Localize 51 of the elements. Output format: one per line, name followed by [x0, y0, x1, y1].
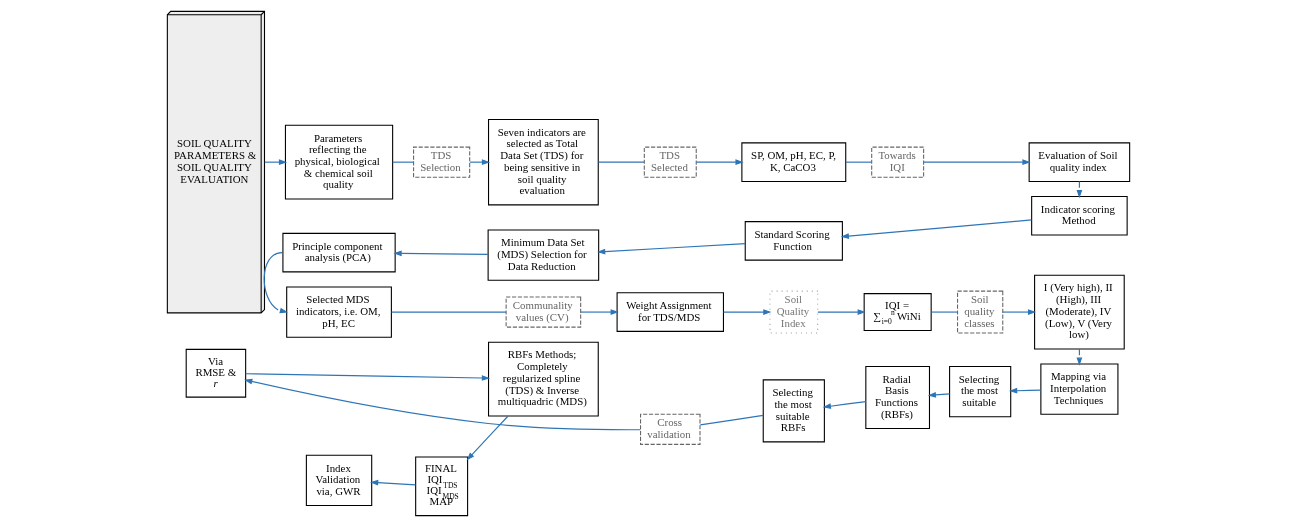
arrow — [722, 309, 771, 315]
connector — [597, 161, 645, 163]
node-box: Mapping via Interpolation Techniques — [1039, 363, 1118, 415]
node-box: Seven indicators are selected as Total Data Set (TDS) for being sensitive in soil quality evaluation — [487, 118, 599, 206]
arrow — [840, 219, 1032, 239]
arrow — [816, 309, 866, 315]
node-box: I (Very high), II (High), III (Moderate), IV (Low), V (Very low) — [1033, 274, 1125, 350]
arrow — [822, 401, 866, 409]
node-box: Standard Scoring Function — [744, 221, 843, 261]
arrow — [263, 252, 288, 314]
arrow — [596, 243, 746, 255]
node-box: RBFs Methods; Completely regularized spline (TDS) & Inverse multiquadric (MDS) — [487, 341, 599, 417]
arrow — [393, 250, 489, 257]
node-box: Weight Assignment for TDS/MDS — [616, 292, 724, 332]
connector — [390, 311, 507, 313]
connector — [699, 414, 764, 426]
node-box: Selected MDS indicators, i.e. OM, pH, EC — [285, 286, 392, 338]
node-box: TDS Selection — [412, 146, 470, 178]
node-box: Index Validation via, GWR — [305, 454, 372, 507]
arrow — [243, 378, 641, 431]
arrow — [922, 159, 1031, 166]
node-box: Cross validation — [639, 413, 701, 445]
node-box: SP, OM, pH, EC, P, K, CaCO3 — [740, 142, 846, 182]
node-box: Evaluation of Soil quality index — [1028, 142, 1130, 182]
arrow — [1008, 387, 1041, 394]
node-box: Indicator scoring Method — [1030, 195, 1128, 236]
connector — [391, 161, 414, 163]
node-box: Selecting the most suitable — [948, 365, 1011, 418]
arrow — [466, 415, 508, 461]
arrow — [927, 391, 950, 398]
node-box: Minimum Data Set (MDS) Selection for Data Reduction — [487, 229, 599, 281]
connector — [930, 311, 958, 313]
node-box: Via RMSE & r — [185, 348, 246, 398]
node-box: Towards IQI — [870, 146, 924, 178]
arrow — [695, 159, 744, 166]
node-box: Soil Quality Index — [768, 290, 818, 334]
node-box: FINAL IQI$_{TDS}$ IQI$_{MDS}$ MAP — [414, 456, 468, 517]
arrow — [244, 373, 490, 381]
node-box: Radial Basis Functions (RBFs) — [864, 365, 930, 430]
node-box: IQI = ∑$_{i=0}$$^{n}$ WiNi — [863, 293, 932, 332]
connector — [844, 161, 872, 163]
node-box: Communality values (CV) — [505, 296, 581, 328]
arrow — [1001, 309, 1036, 315]
arrow — [579, 309, 619, 315]
node-box: Soil quality classes — [956, 290, 1003, 334]
node-box: Parameters reflecting the physical, biological & chemical soil quality — [284, 124, 393, 200]
arrow — [1076, 180, 1082, 199]
node-box: Selecting the most suitable RBFs — [762, 379, 825, 443]
arrow — [369, 479, 416, 486]
node-box: TDS Selected — [643, 146, 697, 178]
node-box: Principle component analysis (PCA) — [281, 232, 396, 273]
